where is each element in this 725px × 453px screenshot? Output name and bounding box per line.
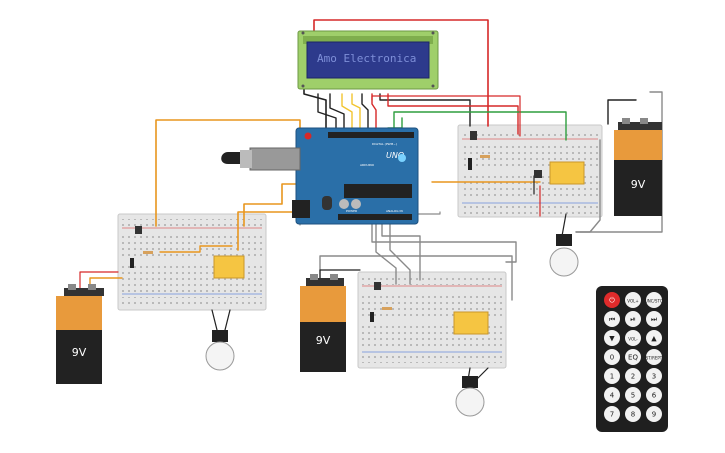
remote-button[interactable] (604, 406, 620, 422)
remote-button[interactable] (625, 349, 641, 365)
remote-button-label: VOL+ (627, 299, 638, 304)
battery-right[interactable]: 9V (614, 118, 662, 216)
remote-button-label: ST/REPT (646, 356, 663, 361)
remote-button-label: 0 (610, 354, 614, 362)
remote-button-label: 5 (631, 392, 635, 400)
remote-button[interactable] (646, 330, 662, 346)
arduino-board[interactable]: UNO ARDUINO DIGITAL (PWM~) POWER ANALOG … (221, 127, 419, 225)
remote-button-label: ▲ (651, 335, 657, 343)
remote-button[interactable] (646, 311, 662, 327)
components-left (130, 226, 245, 279)
ir-remote[interactable]: ⏻ VOL+ FUNC/STOP ⏮ ⏯ ⏭ ▼ VOL- ▲ 0 EQ ST/REPT 1 2 3 4 5 6 7… (596, 286, 668, 432)
battery-bottom-label: 9V (316, 334, 331, 347)
remote-button[interactable] (604, 292, 620, 308)
wire-green (393, 111, 567, 141)
lcd-text: Amo Electronica (317, 52, 416, 65)
remote-button-label: ⏯ (630, 316, 636, 324)
arduino-analog-label: ANALOG IN (386, 209, 403, 213)
remote-button[interactable] (625, 406, 641, 422)
remote-button[interactable] (625, 368, 641, 384)
remote-button-label: ▼ (609, 335, 615, 343)
breadboard-left[interactable] (117, 213, 267, 311)
remote-button-label: VOL- (628, 337, 638, 342)
remote-button[interactable] (625, 330, 641, 346)
remote-button[interactable] (604, 368, 620, 384)
components-bottom (370, 282, 489, 335)
battery-bottom[interactable]: 9V (300, 274, 346, 372)
components-right (468, 131, 585, 185)
light-bulb-bottom (455, 376, 485, 417)
wire-lcd-vcc (313, 19, 489, 127)
light-bulb-left (205, 330, 235, 371)
wire-orange-1 (155, 119, 301, 227)
battery-left[interactable]: 9V (56, 284, 104, 384)
light-bulb-right (549, 234, 579, 277)
remote-button-label: ⏮ (609, 316, 615, 324)
remote-button-label: ⏭ (651, 316, 658, 324)
remote-button-label: 1 (610, 373, 614, 381)
remote-button[interactable] (625, 292, 641, 308)
arduino-power-label: POWER (346, 209, 357, 213)
lcd-display[interactable]: Amo Electronica (297, 30, 439, 90)
remote-button[interactable] (604, 349, 620, 365)
remote-button[interactable] (604, 311, 620, 327)
remote-button[interactable] (646, 292, 662, 308)
remote-button-label: 9 (652, 411, 656, 419)
remote-button-label: FUNC/STOP (643, 299, 666, 304)
remote-button[interactable] (646, 368, 662, 384)
remote-button[interactable] (646, 349, 662, 365)
remote-button[interactable] (646, 387, 662, 403)
arduino-digital-label: DIGITAL (PWM~) (372, 142, 397, 146)
remote-button[interactable] (646, 406, 662, 422)
arduino-model: UNO (386, 151, 404, 160)
remote-button[interactable] (625, 387, 641, 403)
arduino-brand: ARDUINO (360, 163, 375, 167)
wire-lcd-gnd (303, 85, 327, 131)
breadboard-right[interactable] (457, 124, 603, 218)
remote-button-label: 6 (652, 392, 657, 400)
remote-button-label: 7 (610, 411, 614, 419)
remote-button[interactable] (604, 330, 620, 346)
remote-button[interactable] (604, 387, 620, 403)
remote-button-label: 2 (631, 373, 635, 381)
remote-button-label: 4 (610, 392, 615, 400)
battery-right-label: 9V (631, 178, 646, 191)
battery-left-label: 9V (72, 346, 87, 359)
remote-button[interactable] (625, 311, 641, 327)
remote-button-label: 3 (652, 373, 656, 381)
wire-orange-4 (159, 245, 233, 253)
remote-button-label: ⏻ (609, 297, 615, 305)
remote-button-label: 8 (631, 411, 635, 419)
remote-button-label: EQ (628, 354, 638, 362)
